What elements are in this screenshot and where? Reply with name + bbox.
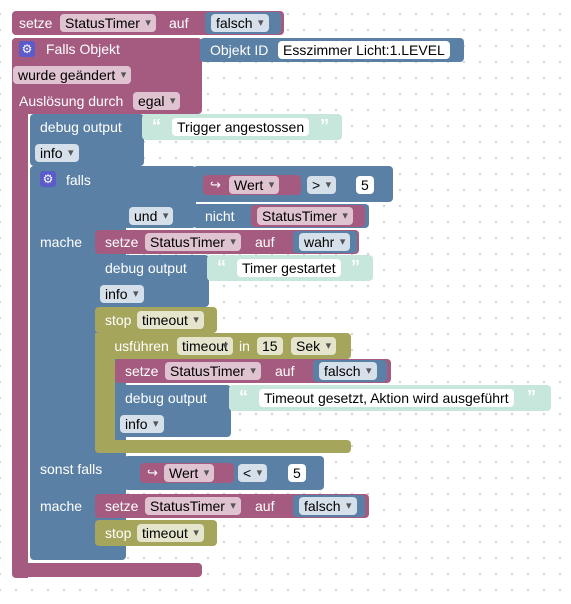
gear-icon[interactable]: ⚙ bbox=[19, 41, 35, 57]
run-bottom-bar bbox=[95, 440, 351, 453]
number-block[interactable]: 5 bbox=[351, 174, 381, 196]
close-quote-icon: ” bbox=[351, 257, 360, 277]
stop-timeout-block[interactable]: stop timeout bbox=[95, 307, 217, 333]
object-id-block[interactable]: Objekt ID Esszimmer Licht:1.LEVEL bbox=[200, 38, 464, 62]
to-keyword: auf bbox=[169, 15, 189, 31]
variable-dropdown[interactable]: StatusTimer bbox=[257, 207, 353, 225]
debug-label: debug output bbox=[40, 119, 122, 135]
open-quote-icon: “ bbox=[239, 387, 248, 407]
debug-label: debug output bbox=[105, 260, 187, 276]
variable-dropdown[interactable]: StatusTimer bbox=[145, 233, 241, 251]
set-statustimer-false-block[interactable]: setze StatusTimer auf falsch bbox=[95, 494, 369, 518]
gear-icon[interactable]: ⚙ bbox=[40, 171, 56, 187]
debug-output-block[interactable]: debug output info bbox=[115, 385, 231, 437]
open-quote-icon: “ bbox=[152, 116, 161, 136]
close-quote-icon: ” bbox=[527, 387, 536, 407]
number-block[interactable]: 5 bbox=[282, 462, 314, 484]
debug-level-dropdown[interactable]: info bbox=[100, 285, 144, 303]
variable-dropdown[interactable]: Wert bbox=[229, 176, 280, 194]
and-dropdown[interactable]: und bbox=[129, 207, 174, 225]
object-id-field[interactable]: Esszimmer Licht:1.LEVEL bbox=[278, 41, 450, 59]
set-keyword: setze bbox=[125, 363, 159, 379]
timeout-name-dropdown[interactable]: timeout bbox=[177, 337, 233, 355]
stop-label: stop bbox=[105, 525, 132, 541]
text-block[interactable]: “ Trigger angestossen ” bbox=[142, 114, 342, 140]
text-block[interactable]: “ Timer gestartet ” bbox=[207, 255, 373, 281]
variable-dropdown[interactable]: StatusTimer bbox=[165, 362, 261, 380]
text-field[interactable]: Trigger angestossen bbox=[172, 118, 310, 136]
logic-value-block[interactable]: falsch bbox=[205, 12, 281, 34]
trigger-by-label: Auslösung durch bbox=[19, 93, 124, 109]
open-quote-icon: “ bbox=[217, 257, 226, 277]
in-label: in bbox=[239, 338, 250, 354]
get-variable-block[interactable]: ↪ Wert bbox=[203, 175, 301, 195]
trigger-by-dropdown[interactable]: egal bbox=[133, 92, 181, 110]
boolean-dropdown[interactable]: falsch bbox=[319, 362, 377, 380]
logic-value-block[interactable]: falsch bbox=[293, 495, 365, 517]
delay-field[interactable]: 15 bbox=[257, 337, 283, 355]
set-statustimer-false-block[interactable]: setze StatusTimer auf falsch bbox=[12, 11, 284, 35]
compare-block[interactable]: ↪ Wert > 5 bbox=[193, 166, 393, 202]
logic-value-block[interactable]: wahr bbox=[293, 231, 357, 253]
get-arrow-icon: ↪ bbox=[210, 177, 221, 192]
debug-level-dropdown[interactable]: info bbox=[120, 415, 164, 433]
run-timeout-block[interactable]: Ausführen timeout in 15 Sek bbox=[95, 333, 351, 359]
trigger-left-bar bbox=[12, 38, 28, 578]
timeout-dropdown[interactable]: timeout bbox=[137, 311, 204, 329]
operator-dropdown[interactable]: < bbox=[238, 464, 268, 482]
set-keyword: setze bbox=[19, 15, 53, 31]
debug-output-block[interactable]: debug output info bbox=[30, 114, 144, 166]
text-field[interactable]: Timeout gesetzt, Aktion wird ausgeführt bbox=[259, 389, 514, 407]
operator-dropdown[interactable]: > bbox=[307, 176, 337, 194]
boolean-dropdown[interactable]: wahr bbox=[299, 233, 351, 251]
object-id-label: Objekt ID bbox=[210, 42, 269, 58]
close-quote-icon: ” bbox=[320, 116, 329, 136]
if-label: falls bbox=[66, 172, 91, 188]
do-label: mache bbox=[40, 234, 83, 250]
boolean-dropdown[interactable]: falsch bbox=[211, 14, 269, 32]
stop-label: stop bbox=[105, 312, 132, 328]
get-variable-block[interactable]: ↪ Wert bbox=[140, 463, 234, 483]
boolean-dropdown[interactable]: falsch bbox=[299, 497, 357, 515]
not-block[interactable]: nicht StatusTimer bbox=[193, 204, 369, 228]
run-label: Ausführen bbox=[105, 338, 169, 354]
debug-level-dropdown[interactable]: info bbox=[35, 144, 79, 162]
trigger-title: Falls Objekt bbox=[46, 41, 120, 57]
get-arrow-icon: ↪ bbox=[147, 465, 158, 480]
set-keyword: setze bbox=[105, 498, 139, 514]
else-if-label: sonst falls bbox=[40, 461, 103, 477]
changed-dropdown[interactable]: wurde geändert bbox=[13, 66, 132, 84]
do-label: mache bbox=[40, 498, 83, 514]
set-statustimer-true-block[interactable]: setze StatusTimer auf wahr bbox=[95, 230, 359, 254]
timeout-dropdown[interactable]: timeout bbox=[137, 524, 204, 542]
variable-dropdown[interactable]: StatusTimer bbox=[60, 14, 156, 32]
text-field[interactable]: Timer gestartet bbox=[237, 259, 341, 277]
debug-label: debug output bbox=[125, 390, 207, 406]
get-variable-block[interactable]: StatusTimer bbox=[251, 205, 365, 227]
set-keyword: setze bbox=[105, 234, 139, 250]
run-left-bar bbox=[95, 333, 115, 453]
not-label: nicht bbox=[205, 208, 235, 224]
logic-value-block[interactable]: falsch bbox=[313, 360, 387, 382]
number-field[interactable]: 5 bbox=[288, 464, 306, 482]
to-keyword: auf bbox=[255, 498, 275, 514]
set-statustimer-false-block[interactable]: setze StatusTimer auf falsch bbox=[115, 359, 391, 383]
variable-dropdown[interactable]: Wert bbox=[164, 464, 215, 482]
stop-timeout-block[interactable]: stop timeout bbox=[95, 520, 217, 546]
text-block[interactable]: “ Timeout gesetzt, Aktion wird ausgeführ… bbox=[229, 385, 551, 411]
compare-block[interactable]: ↪ Wert < 5 bbox=[124, 456, 324, 490]
variable-dropdown[interactable]: StatusTimer bbox=[145, 497, 241, 515]
unit-dropdown[interactable]: Sek bbox=[291, 337, 337, 355]
to-keyword: auf bbox=[255, 234, 275, 250]
trigger-bottom-bar bbox=[12, 563, 202, 577]
to-keyword: auf bbox=[275, 363, 295, 379]
number-field[interactable]: 5 bbox=[356, 176, 374, 194]
debug-output-block[interactable]: debug output info bbox=[95, 255, 209, 307]
